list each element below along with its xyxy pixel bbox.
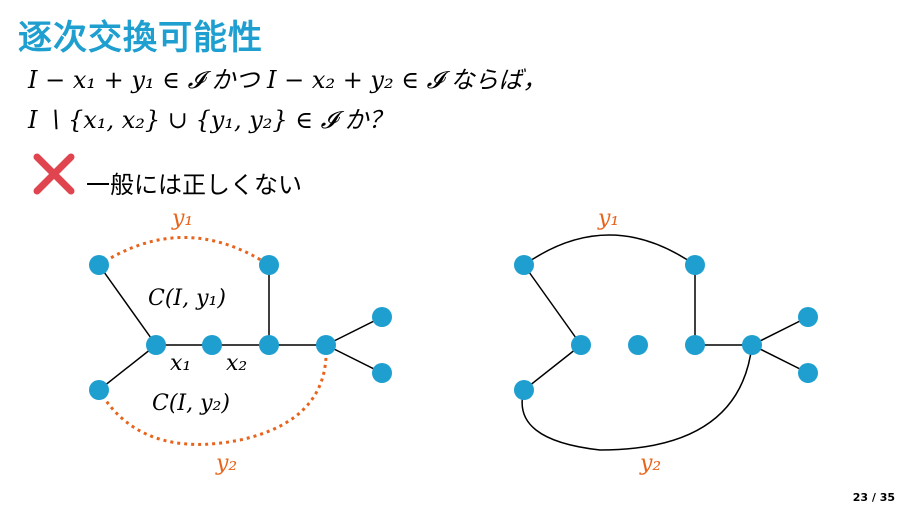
left-label-y2: y₂	[215, 451, 237, 476]
verdict-text: 一般には正しくない	[86, 171, 302, 199]
right-node	[514, 380, 534, 400]
left-edge	[98, 264, 157, 346]
left-node	[372, 363, 392, 383]
right-node	[514, 255, 534, 275]
left-node	[316, 335, 336, 355]
left-graph: y₁ y₂ C(I, y₁) C(I, y₂) x₁ x₂	[89, 206, 392, 476]
left-edge-y1	[98, 236, 270, 267]
right-graph: y₁ y₂	[514, 206, 818, 476]
question-line: I ∖ {x₁, x₂} ∪ {y₁, y₂} ∈ 𝓘 か？	[28, 106, 393, 134]
left-node	[89, 380, 109, 400]
left-edge-y2	[97, 344, 328, 446]
left-label-x1: x₁	[170, 351, 191, 376]
right-edge	[751, 316, 809, 346]
left-label-y1: y₁	[171, 206, 193, 231]
left-node	[259, 335, 279, 355]
right-label-y1: y₁	[597, 206, 619, 231]
left-label-cycle1: C(I, y₁)	[148, 286, 226, 311]
left-node	[259, 255, 279, 275]
left-node	[372, 307, 392, 327]
left-node	[146, 335, 166, 355]
left-node	[89, 255, 109, 275]
right-node	[685, 255, 705, 275]
right-node	[571, 335, 591, 355]
left-edge	[325, 344, 383, 374]
right-node	[628, 335, 648, 355]
right-edge	[523, 264, 582, 346]
slide-title: 逐次交換可能性	[18, 18, 263, 58]
condition-line: I − x₁ + y₁ ∈ 𝓘 かつ I − x₂ + y₂ ∈ 𝓘 ならば，	[28, 66, 547, 94]
right-node	[742, 335, 762, 355]
left-label-x2: x₂	[226, 351, 247, 376]
cross-icon	[33, 153, 75, 195]
right-node	[798, 307, 818, 327]
right-edge	[751, 344, 809, 374]
left-label-cycle2: C(I, y₂)	[152, 391, 230, 416]
right-label-y2: y₂	[639, 451, 661, 476]
page-number: 23 / 35	[852, 491, 895, 504]
right-node	[798, 363, 818, 383]
left-node	[202, 335, 222, 355]
left-edge	[98, 344, 157, 391]
right-edge	[523, 344, 582, 391]
right-edge-y1	[523, 234, 696, 266]
left-edge	[325, 316, 383, 346]
right-node	[685, 335, 705, 355]
right-edge-y2	[521, 344, 753, 451]
